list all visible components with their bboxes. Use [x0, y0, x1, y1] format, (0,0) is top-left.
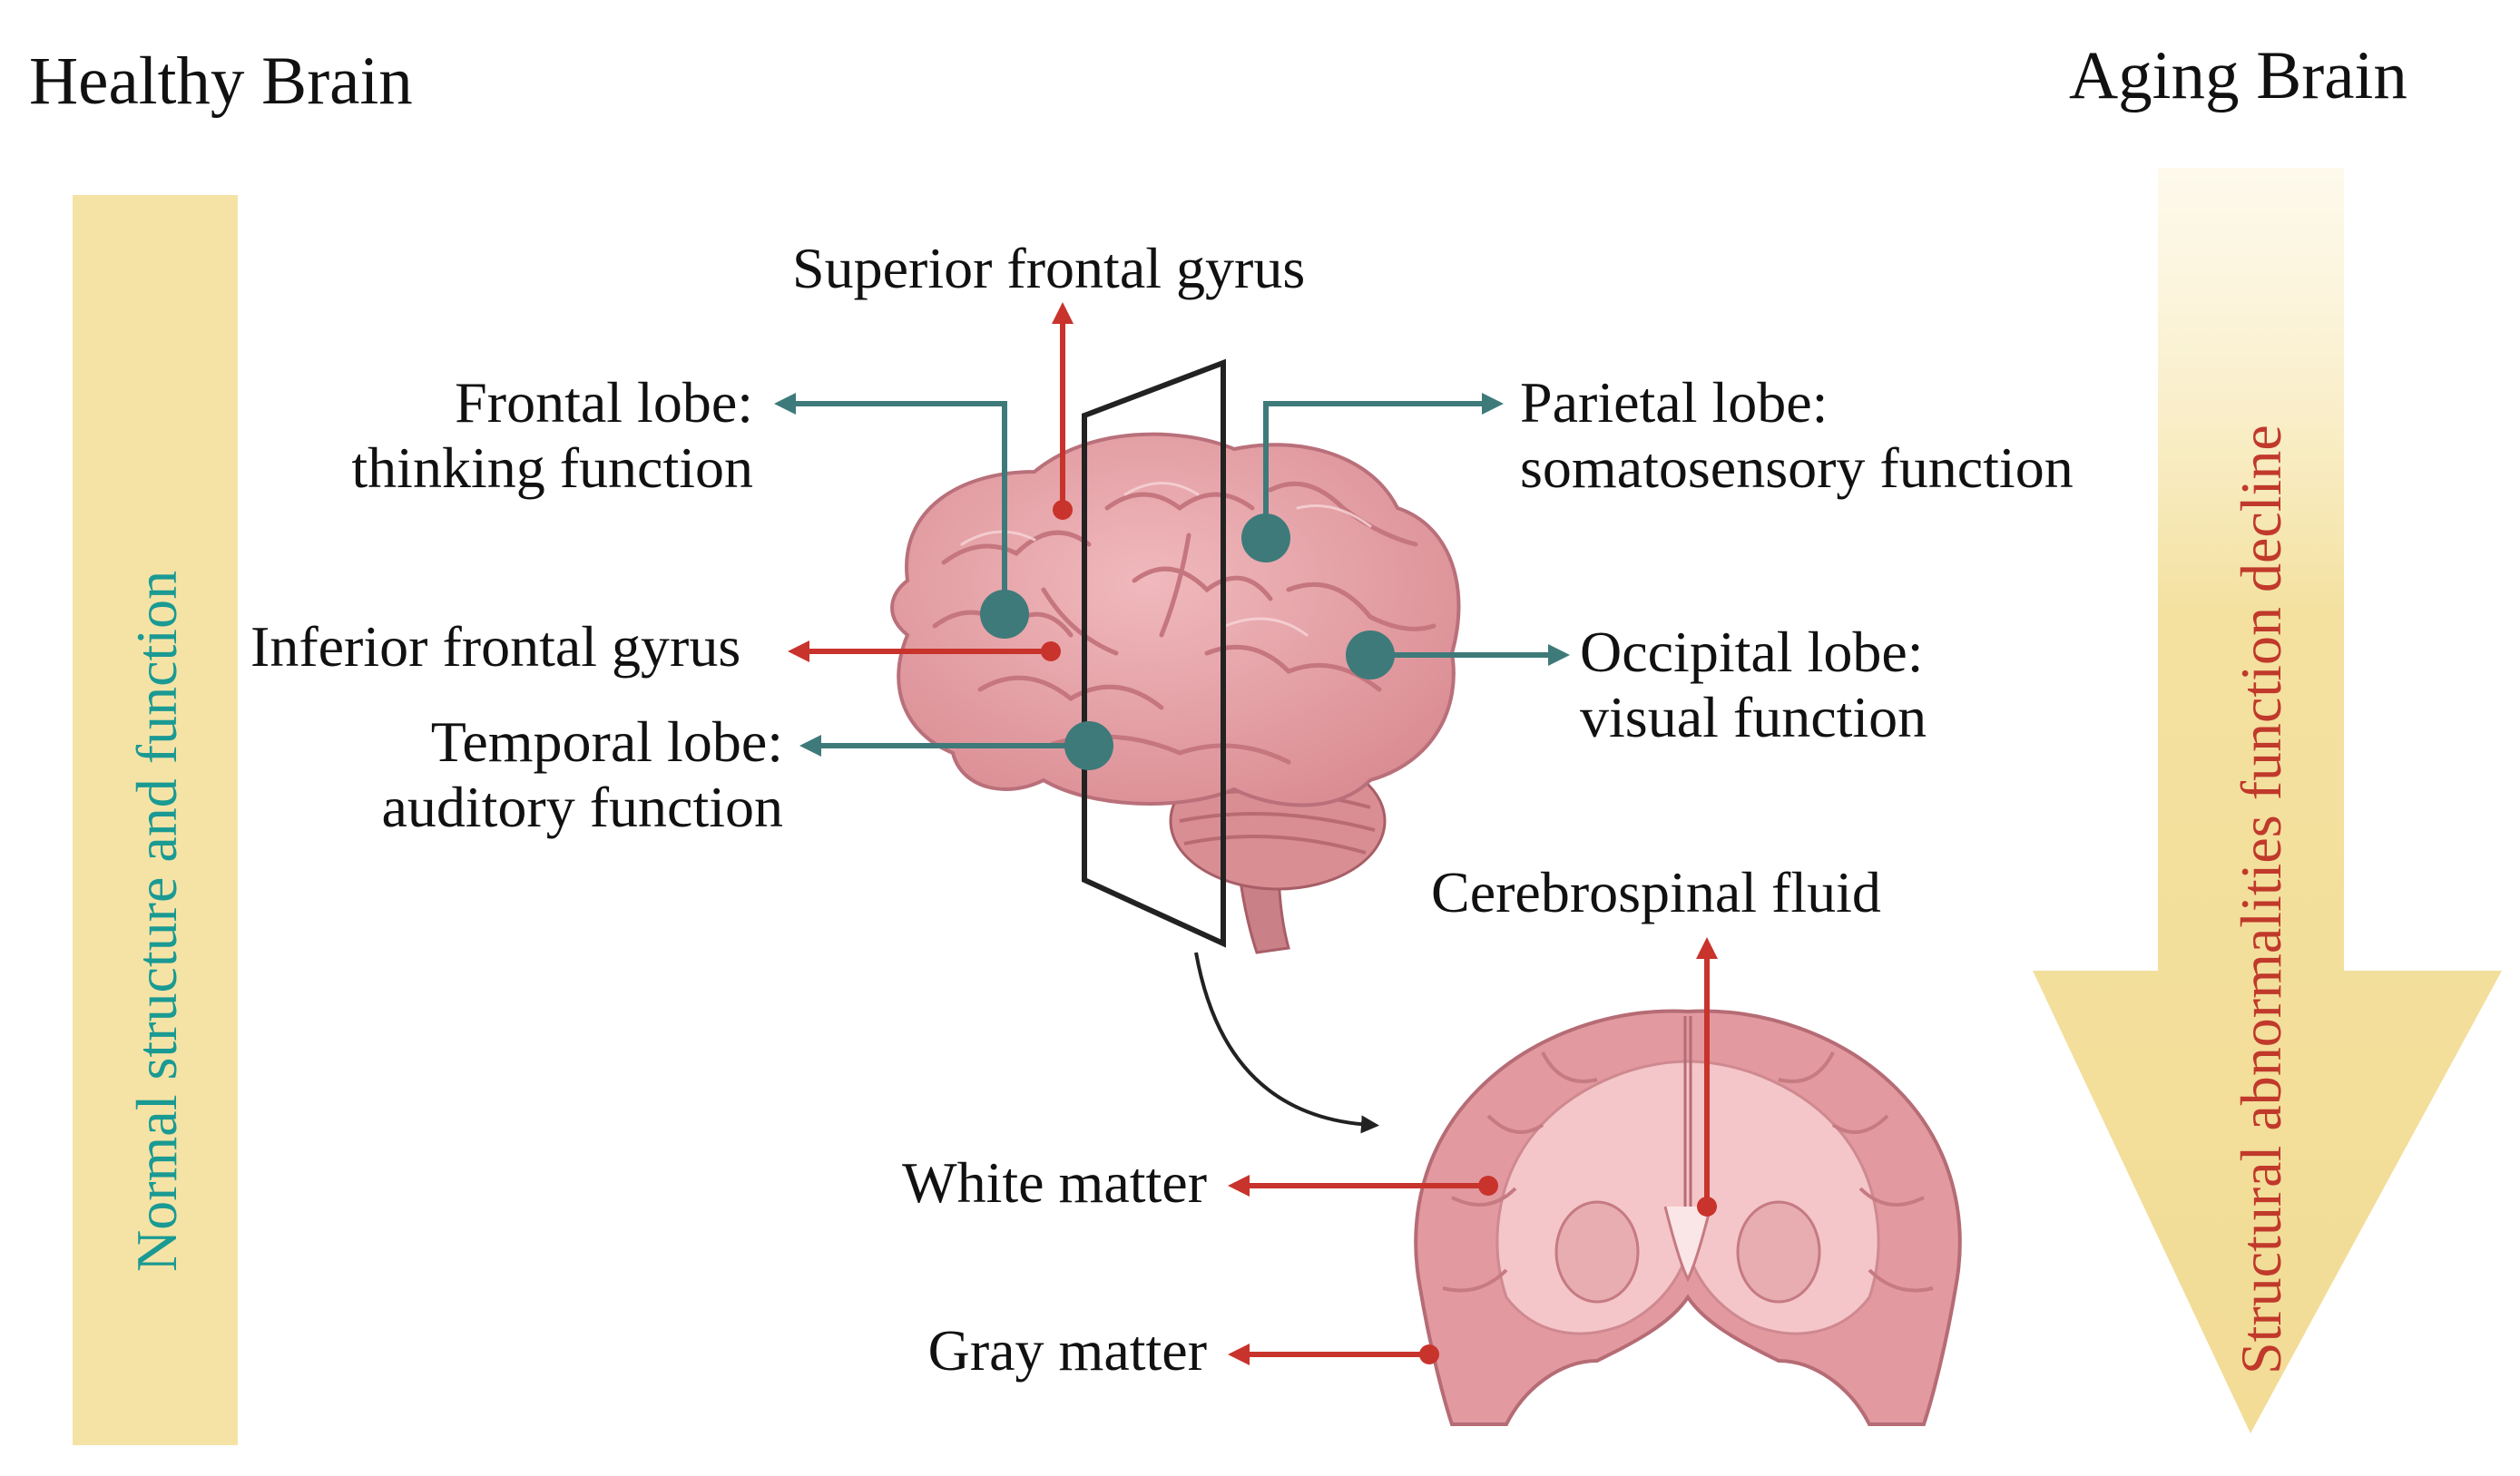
frontal-pointer — [774, 393, 1007, 614]
occipital-lobe-line2: visual function — [1580, 684, 1927, 749]
csf-label: Cerebrospinal fluid — [1431, 860, 1881, 924]
inferior-frontal-gyrus-label: Inferior frontal gyrus — [250, 614, 741, 679]
right-down-arrow — [2033, 168, 2502, 1433]
temporal-lobe-label: Temporal lobe: auditory function — [381, 709, 783, 839]
structural-abnormalities-label: Structural abnormalities function declin… — [2229, 425, 2293, 1374]
parietal-lobe-line1: Parietal lobe: — [1520, 370, 1829, 435]
frontal-lobe-line2: thinking function — [351, 435, 753, 500]
section-arrow — [1194, 952, 1379, 1134]
parietal-lobe-line2: somatosensory function — [1520, 435, 2074, 500]
cerebrum — [890, 432, 1461, 807]
parietal-pointer — [1263, 393, 1504, 538]
healthy-brain-title: Healthy Brain — [29, 44, 413, 119]
parietal-lobe-label: Parietal lobe: somatosensory function — [1520, 370, 2074, 500]
temporal-lobe-line1: Temporal lobe: — [430, 709, 783, 774]
temporal-lobe-line2: auditory function — [381, 774, 783, 839]
occipital-lobe-label: Occipital lobe: visual function — [1580, 620, 1927, 749]
aging-brain-title: Aging Brain — [2069, 38, 2407, 113]
white-matter-label: White matter — [902, 1150, 1207, 1215]
superior-frontal-gyrus-label: Superior frontal gyrus — [792, 236, 1306, 300]
occipital-lobe-line1: Occipital lobe: — [1580, 620, 1924, 684]
frontal-lobe-label: Frontal lobe: thinking function — [351, 370, 753, 500]
normal-structure-label: Normal structure and function — [124, 570, 189, 1272]
left-bar — [73, 195, 238, 1445]
frontal-lobe-line1: Frontal lobe: — [455, 370, 753, 435]
gray-matter-label: Gray matter — [927, 1318, 1207, 1383]
